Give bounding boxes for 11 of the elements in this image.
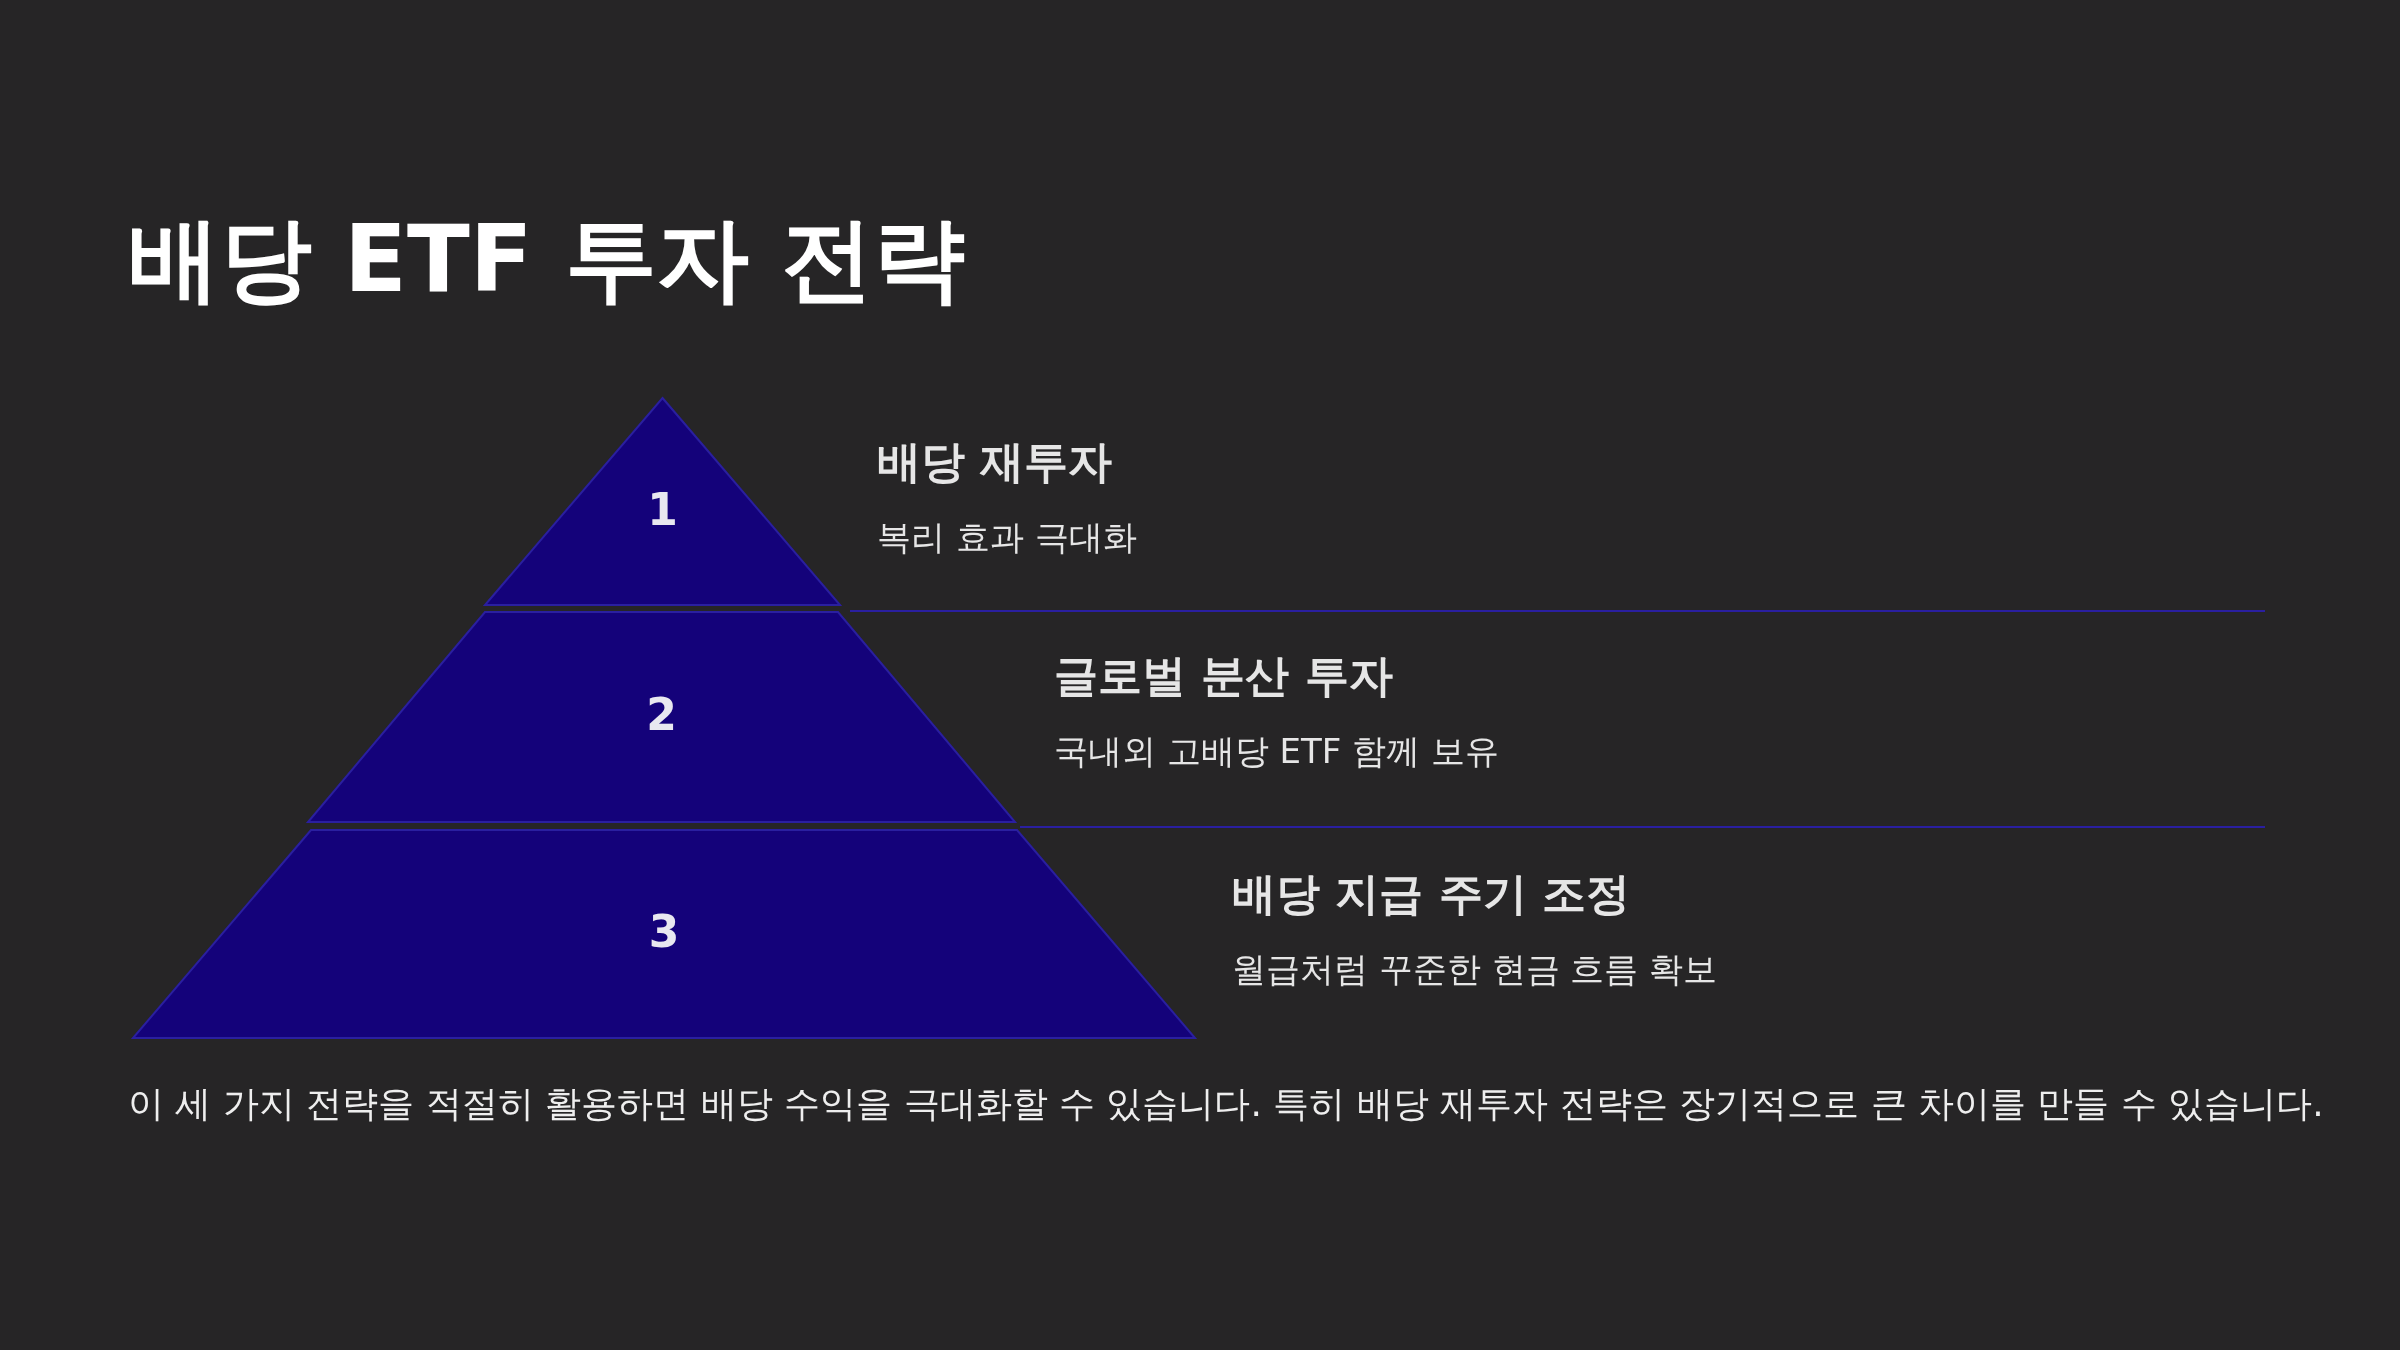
layer-number: 1 bbox=[646, 483, 679, 535]
layer-number: 2 bbox=[645, 689, 678, 740]
caption-text: 이 세 가지 전략을 적절히 활용하면 배당 수익을 극대화할 수 있습니다. 특히 배당 재투자 전략은 장기적으로 큰 차이를 만들 수 있습니다. bbox=[128, 1082, 2324, 1126]
slide-title: 배당 ETF 투자 전략 bbox=[128, 205, 965, 315]
strategy-description: 복리 효과 극대화 bbox=[877, 516, 1137, 559]
layer-number: 3 bbox=[647, 906, 681, 957]
strategy-heading: 배당 재투자 bbox=[877, 435, 1113, 489]
strategy-heading: 배당 지급 주기 조정 bbox=[1232, 867, 1630, 921]
strategy-description: 국내외 고배당 ETF 함께 보유 bbox=[1054, 730, 1500, 773]
strategy-description: 월급처럼 꾸준한 현금 흐름 확보 bbox=[1232, 948, 1718, 991]
strategy-heading: 글로벌 분산 투자 bbox=[1054, 649, 1393, 703]
